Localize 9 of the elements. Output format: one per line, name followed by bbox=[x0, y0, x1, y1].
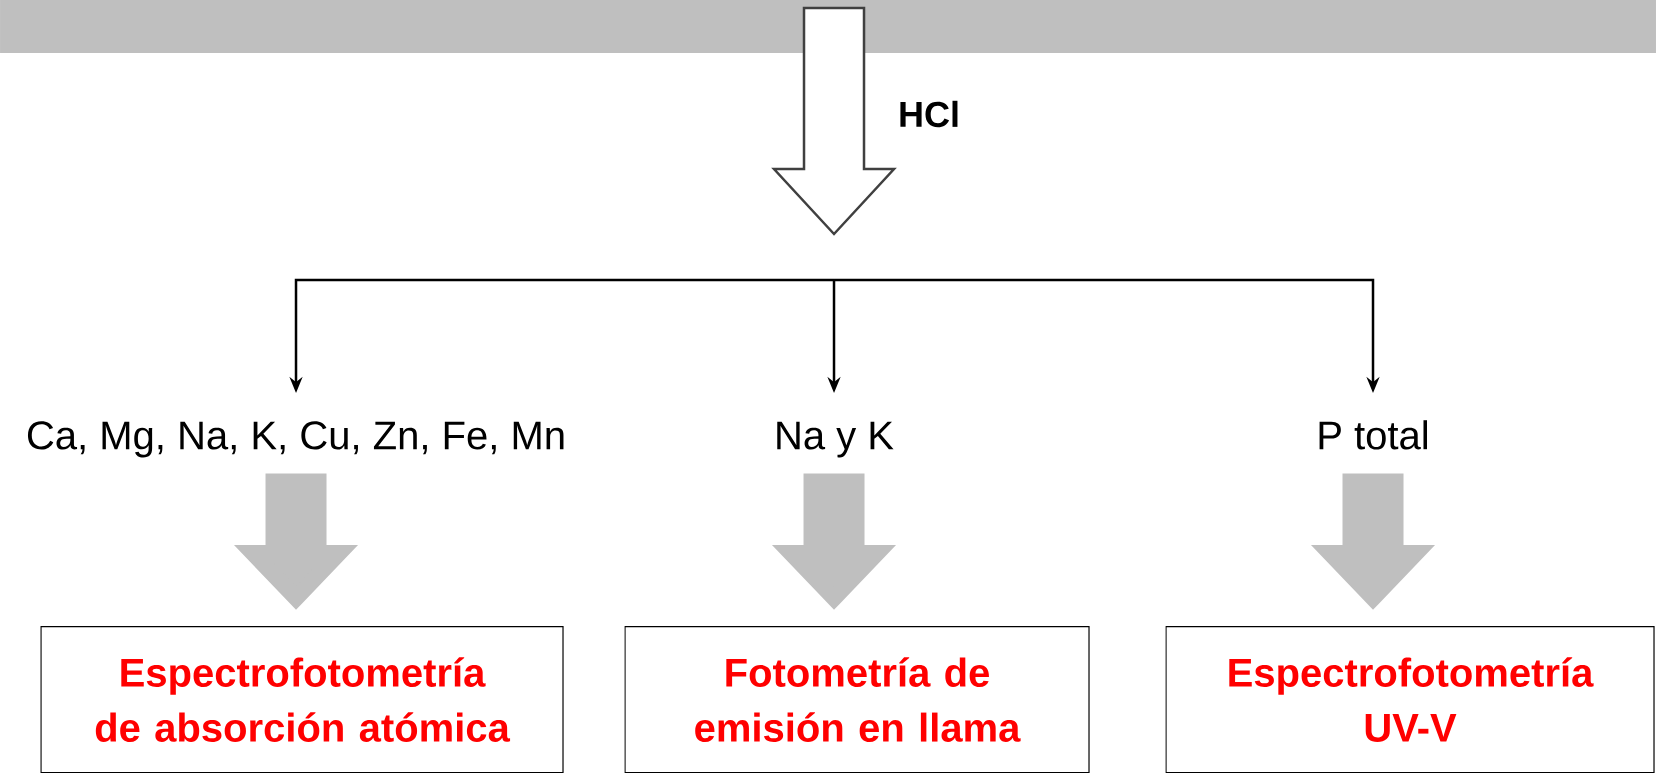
method-box: Espectrofotometría de absorción atómica bbox=[40, 626, 564, 773]
element-label: Na y K bbox=[777, 421, 894, 458]
element-label: P total bbox=[1319, 420, 1427, 450]
element-label: Ca, Mg, Na, K, Cu, Zn, Fe, Mn bbox=[27, 421, 564, 458]
method-box: Espectrofotometría UV-V bbox=[1165, 626, 1655, 773]
edge-label: HCl bbox=[896, 98, 962, 130]
header-bar bbox=[0, 0, 1656, 53]
method-box: Fotometría de emisión en llama bbox=[624, 626, 1090, 773]
hollow-arrow bbox=[771, 6, 897, 236]
